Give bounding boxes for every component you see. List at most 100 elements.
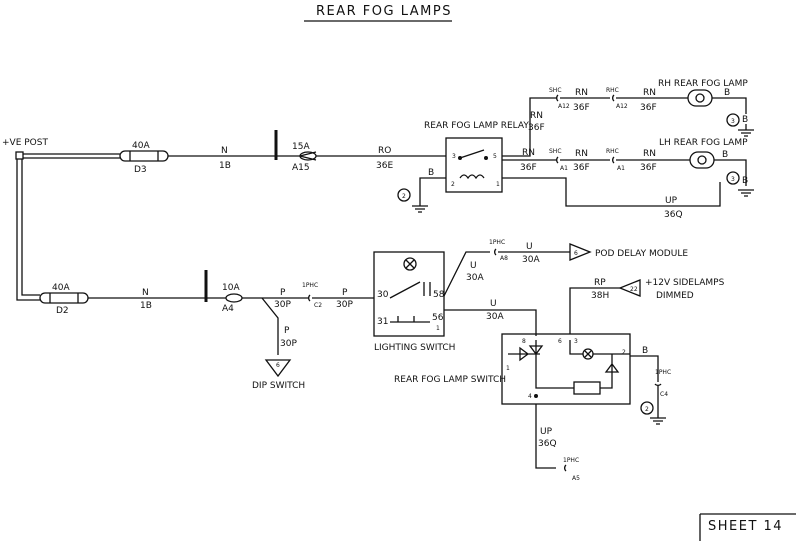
sidelamps-label-2: DIMMED	[656, 291, 694, 301]
wire-code: 36F	[573, 103, 590, 113]
connector-label: A8	[500, 255, 508, 262]
wire-code: 1B	[140, 301, 152, 311]
fuse-a4-rating: 10A	[222, 283, 240, 293]
led	[600, 354, 620, 389]
wire-code: 30A	[466, 273, 484, 283]
fuse-a15-id: A15	[292, 163, 310, 173]
wire-code: B	[742, 176, 748, 186]
earth-symbol	[738, 124, 754, 137]
fuse-a15-rating: 15A	[292, 142, 310, 152]
connector-label: A12	[616, 103, 628, 110]
switch-earth-wire	[630, 355, 659, 382]
pin-label: 1	[496, 181, 500, 188]
pin-label: 2	[451, 181, 455, 188]
earth-symbol	[412, 205, 428, 213]
lighting-switch	[373, 251, 445, 337]
u-wire-fog-switch	[444, 309, 537, 334]
rn-wire-rh	[502, 97, 556, 157]
connector-shc-a12	[556, 94, 559, 102]
pin-label: 3	[452, 153, 456, 160]
relay-coil	[459, 174, 485, 180]
earth-number: 2	[645, 406, 649, 413]
pod-node	[569, 243, 592, 261]
lh-lamp-label: LH REAR FOG LAMP	[659, 138, 748, 148]
wire-code: B	[742, 115, 748, 125]
connector-rhc-a12	[612, 94, 615, 102]
pin-label: 6	[558, 338, 562, 345]
sheet-box	[699, 513, 796, 541]
wire-code: 30P	[274, 300, 291, 310]
wire-code: N	[221, 146, 228, 156]
wire-code: RN	[530, 111, 543, 121]
pin-label: 4	[528, 393, 532, 400]
diagram-title: REAR FOG LAMPS	[316, 4, 452, 19]
wire-code: 36F	[528, 123, 545, 133]
earth-number: 2	[402, 193, 406, 200]
fuse-d2-id: D2	[56, 306, 69, 316]
earth-number: 3	[731, 176, 735, 183]
connector-label: C4	[660, 391, 668, 398]
wire-code: RN	[643, 88, 656, 98]
wire-code: RP	[594, 278, 606, 288]
pin-label: 31	[377, 317, 388, 327]
dip-switch-label: DIP SWITCH	[252, 381, 305, 391]
fuse-d3-id: D3	[134, 165, 147, 175]
u-wire-pod	[443, 251, 490, 297]
ve-post-terminal	[15, 151, 24, 160]
connector-label: A5	[572, 475, 580, 482]
relay-contact	[459, 149, 485, 159]
wire-code: 36E	[376, 161, 393, 171]
wire-code: RN	[643, 149, 656, 159]
connector-shc-a1	[556, 156, 559, 164]
connector-label: SHC	[549, 87, 562, 94]
wire-code: RN	[522, 148, 535, 158]
wire-code: U	[470, 261, 477, 271]
lh-earth-wire	[714, 159, 747, 186]
wire-code: RO	[378, 146, 391, 156]
rh-lamp-label: RH REAR FOG LAMP	[658, 79, 748, 89]
diode-2	[528, 340, 544, 372]
wire-code: 30P	[280, 339, 297, 349]
wire-code: B	[722, 150, 728, 160]
rear-fog-lamp-relay	[445, 137, 503, 193]
pod-delay-module-label: POD DELAY MODULE	[595, 249, 688, 259]
wire-code: 36F	[640, 103, 657, 113]
wire-code: UP	[540, 427, 553, 437]
switch-resistor	[573, 381, 601, 395]
fuse-a15	[278, 151, 317, 161]
fuse-d2-rating: 40A	[52, 283, 70, 293]
connector-label: A1	[560, 165, 568, 172]
dip-switch-node	[264, 359, 292, 378]
connector-a8	[494, 248, 497, 256]
sheet-number: SHEET 14	[708, 519, 783, 534]
connector-c2	[308, 294, 311, 302]
ve-post-label: +VE POST	[2, 138, 48, 148]
dip-wire	[261, 297, 279, 355]
up-wire-a5	[535, 404, 556, 469]
wire-code: B	[642, 346, 648, 356]
pin-label: 8	[522, 338, 526, 345]
earth-ref-2	[397, 188, 411, 202]
wire-code: B	[428, 168, 434, 178]
lighting-switch-label: LIGHTING SWITCH	[374, 343, 455, 353]
fusible-link-d3	[119, 150, 169, 162]
sw-internal	[569, 340, 630, 355]
wire-code: P	[280, 288, 286, 298]
pin-label: 58	[433, 290, 445, 300]
wire-code: U	[526, 242, 533, 252]
wire-code: 36Q	[538, 439, 557, 449]
rh-earth-wire	[712, 97, 747, 114]
fuse-d3-rating: 40A	[132, 141, 150, 151]
wire-code: RN	[575, 149, 588, 159]
wire-code: P	[284, 326, 290, 336]
wire-code: 36F	[640, 163, 657, 173]
feed-wire-top	[23, 153, 120, 159]
connector-a5	[564, 464, 567, 472]
node-number: 22	[630, 286, 638, 293]
rh-fog-lamp	[687, 89, 713, 107]
fuse-a4-id: A4	[222, 304, 234, 314]
relay-label: REAR FOG LAMP RELAY	[424, 121, 529, 131]
switch-contacts-lower	[390, 316, 430, 323]
relay-earth-wire	[419, 177, 446, 206]
